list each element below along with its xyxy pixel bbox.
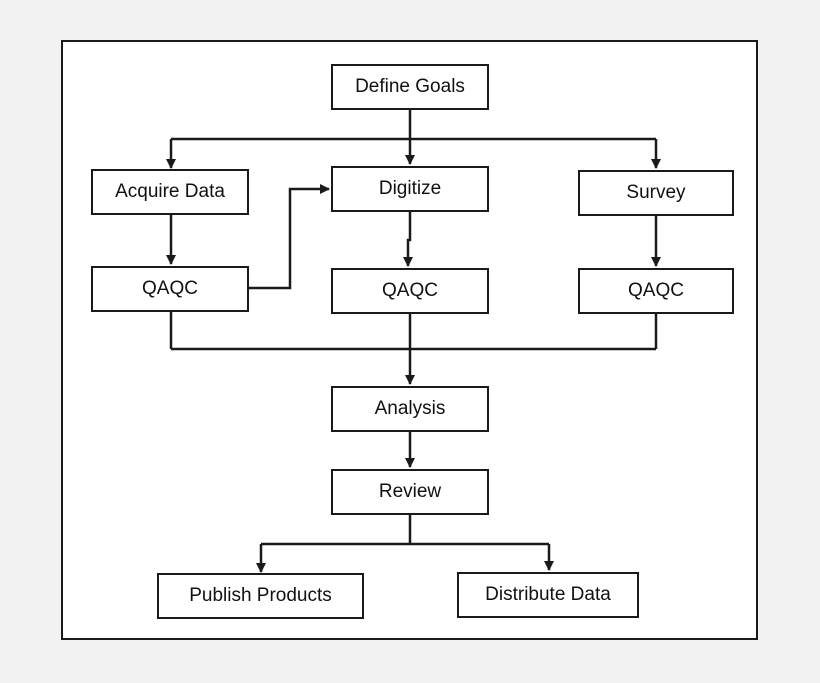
node-analysis: Analysis <box>331 386 489 432</box>
node-distribute-data: Distribute Data <box>457 572 639 618</box>
arrow-qaqc-to-digitize <box>249 184 330 290</box>
node-qaqc-acquire: QAQC <box>91 266 249 312</box>
node-review: Review <box>331 469 489 515</box>
node-define-goals: Define Goals <box>331 64 489 110</box>
node-qaqc-survey: QAQC <box>578 268 734 314</box>
node-qaqc-digitize: QAQC <box>331 268 489 314</box>
node-digitize: Digitize <box>331 166 489 212</box>
node-acquire-data: Acquire Data <box>91 169 249 215</box>
arrow-digitize-to-qaqc <box>403 212 413 267</box>
node-publish-products: Publish Products <box>157 573 364 619</box>
node-survey: Survey <box>578 170 734 216</box>
